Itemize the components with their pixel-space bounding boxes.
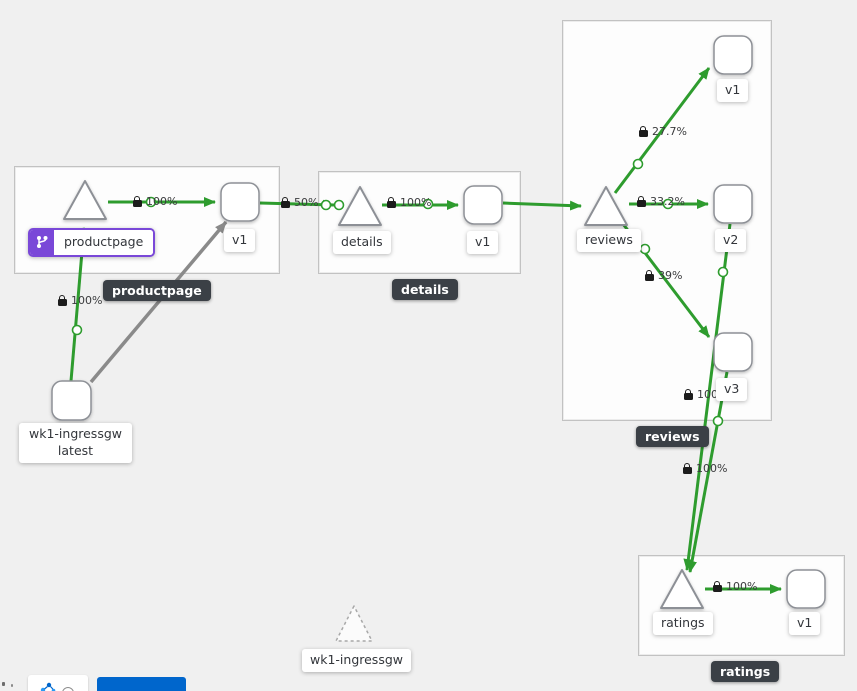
ratings-v1-node[interactable] xyxy=(786,569,826,609)
traffic-dot xyxy=(422,198,434,210)
reviews-v1-node[interactable] xyxy=(713,35,753,75)
edge-percentage: 100% xyxy=(726,580,758,593)
virtual-service-icon xyxy=(30,230,54,255)
edge-ingress-to-productpage-v1[interactable] xyxy=(89,220,228,384)
ingress-workload-label[interactable]: wk1-ingressgw latest xyxy=(19,423,132,463)
reviews-service-node[interactable] xyxy=(584,186,628,226)
traffic-dot xyxy=(662,198,674,210)
traffic-dot xyxy=(632,158,644,170)
edge-label-reviews-v1: 27.7% xyxy=(639,125,687,138)
edge-label-reviews-v3: 39% xyxy=(645,269,682,282)
edge-percentage: 39% xyxy=(658,269,683,282)
ingress-workload-node[interactable] xyxy=(51,380,92,421)
node-label-line1: wk1-ingressgw xyxy=(29,426,122,441)
group-tooltip-details: details xyxy=(392,279,458,300)
group-tooltip-reviews: reviews xyxy=(636,426,709,447)
edge-reviews-to-v1[interactable] xyxy=(613,67,711,194)
mtls-lock-icon xyxy=(684,388,693,400)
mtls-lock-icon xyxy=(713,580,722,592)
reviews-v3-node[interactable] xyxy=(713,332,753,372)
traffic-dot xyxy=(333,199,345,211)
details-service-label[interactable]: details xyxy=(333,231,391,254)
edge-percentage: 27.7% xyxy=(652,125,687,138)
reviews-v3-label[interactable]: v3 xyxy=(716,378,748,401)
traffic-dot xyxy=(71,324,83,336)
edge-detailsv1-to-reviews[interactable] xyxy=(502,200,582,211)
edge-label-reviews-v2: 33.2% xyxy=(637,195,685,208)
edge-label-reviewsv3-ratings: 100% xyxy=(683,462,727,475)
group-tooltip-ratings: ratings xyxy=(711,661,780,682)
productpage-v1-label[interactable]: v1 xyxy=(224,229,256,252)
mtls-lock-icon xyxy=(281,196,290,208)
edge-reviewsv2-to-ratings[interactable] xyxy=(683,223,732,571)
edge-label-productpage-v1: 100% xyxy=(133,195,177,208)
node-label: productpage xyxy=(54,230,154,255)
reviews-service-label[interactable]: reviews xyxy=(577,229,641,252)
group-tooltip-productpage: productpage xyxy=(103,280,211,301)
mtls-lock-icon xyxy=(637,195,646,207)
reviews-v2-label[interactable]: v2 xyxy=(715,229,747,252)
traffic-dot xyxy=(145,196,157,208)
details-service-node[interactable] xyxy=(338,186,382,226)
edge-percentage: 100% xyxy=(71,294,103,307)
edge-percentage: 100% xyxy=(696,462,728,475)
edge-percentage: 100% xyxy=(146,195,178,208)
edge-label-ingress-productpage: 100% xyxy=(58,294,102,307)
reviews-v2-node[interactable] xyxy=(713,184,753,224)
graph-mini-button[interactable] xyxy=(28,675,88,691)
edge-percentage: 100% xyxy=(400,196,432,209)
legend-button[interactable]: Legend xyxy=(97,677,186,691)
ratings-v1-label[interactable]: v1 xyxy=(789,612,821,635)
reviews-v1-label[interactable]: v1 xyxy=(717,79,749,102)
traffic-dot xyxy=(717,266,729,278)
traffic-dot xyxy=(320,199,332,211)
edge-label-productpagev1-details: 50% xyxy=(281,196,318,209)
productpage-service-label[interactable]: productpage xyxy=(28,228,156,257)
mtls-lock-icon xyxy=(683,462,692,474)
traffic-dot xyxy=(639,243,651,255)
edge-label-ratings-v1: 100% xyxy=(713,580,757,593)
ratings-service-label[interactable]: ratings xyxy=(653,612,713,635)
node-label-line2: latest xyxy=(57,442,94,458)
mtls-lock-icon xyxy=(645,269,654,281)
edge-percentage: 50% xyxy=(294,196,319,209)
mtls-lock-icon xyxy=(387,196,396,208)
mtls-lock-icon xyxy=(58,294,67,306)
idle-service-label[interactable]: wk1-ingressgw xyxy=(302,649,411,672)
edge-label-details-v1: 100% xyxy=(387,196,431,209)
mtls-lock-icon xyxy=(639,125,648,137)
partial-icon xyxy=(62,686,74,691)
graph-icon xyxy=(40,682,56,691)
ratings-service-node[interactable] xyxy=(660,569,704,609)
mtls-lock-icon xyxy=(133,195,142,207)
productpage-service-node[interactable] xyxy=(63,180,107,220)
traffic-dot xyxy=(712,415,724,427)
edge-percentage: 33.2% xyxy=(650,195,685,208)
idle-service-node[interactable] xyxy=(335,605,373,642)
productpage-v1-node[interactable] xyxy=(220,182,260,222)
partial-toolbar-glyphs xyxy=(2,682,13,687)
edge-reviewsv3-to-ratings[interactable] xyxy=(687,371,729,573)
details-v1-node[interactable] xyxy=(463,185,503,225)
details-v1-label[interactable]: v1 xyxy=(467,231,499,254)
